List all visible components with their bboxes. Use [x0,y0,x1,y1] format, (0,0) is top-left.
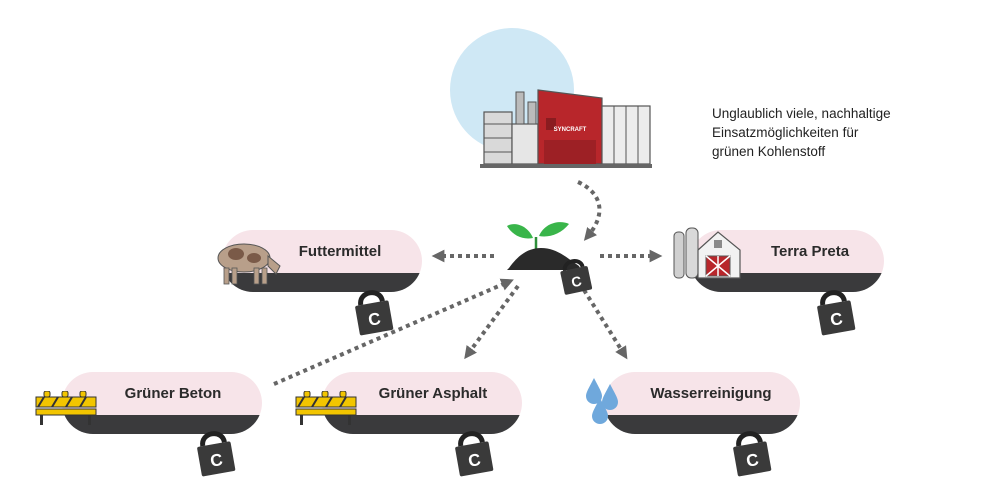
caption-text: Unglaublich viele, nachhaltige Einsatzmö… [712,104,952,161]
node-wasserreinigung: Wasserreinigung [604,372,800,434]
water-drops-icon [586,378,618,424]
biochar-pile-icon: C [507,222,593,295]
svg-text:C: C [570,273,583,291]
lock-icon: C [197,431,236,477]
lock-icon: C [455,431,494,477]
svg-text:C: C [745,450,760,471]
lock-icon: C [733,431,772,477]
node-gruener-beton: Grüner Beton [62,372,262,434]
arrow-to-gruener-beton [273,278,514,386]
node-label: Wasserreinigung [650,385,772,402]
node-label: Futtermittel [298,243,382,260]
cow-icon [217,243,281,285]
svg-text:C: C [829,309,844,330]
farm-icon [673,227,741,279]
node-label: Grüner Asphalt [378,385,488,402]
svg-text:C: C [209,450,224,471]
factory-sign: SYNCRAFT [554,127,587,133]
node-label: Grüner Beton [124,385,222,402]
node-label: Terra Preta [770,243,850,260]
barrier-icon [35,391,97,425]
lock-icon: C [355,290,394,336]
biochar-lock-icon: C [560,259,593,295]
factory-icon: SYNCRAFT [480,89,652,168]
caption-line-1: Unglaublich viele, nachhaltige [712,106,891,121]
lock-icon: C [817,290,856,336]
factory-illustration: SYNCRAFT [450,28,652,168]
barrier-icon [295,391,357,425]
svg-text:C: C [467,450,482,471]
caption-line-3: grünen Kohlenstoff [712,144,826,159]
arrow-factory-to-biochar [577,180,602,241]
caption-line-2: Einsatzmöglichkeiten für [712,125,859,140]
node-gruener-asphalt: Grüner Asphalt [322,372,522,434]
arrow-to-gruener-asphalt [464,284,520,360]
svg-text:C: C [367,309,382,330]
